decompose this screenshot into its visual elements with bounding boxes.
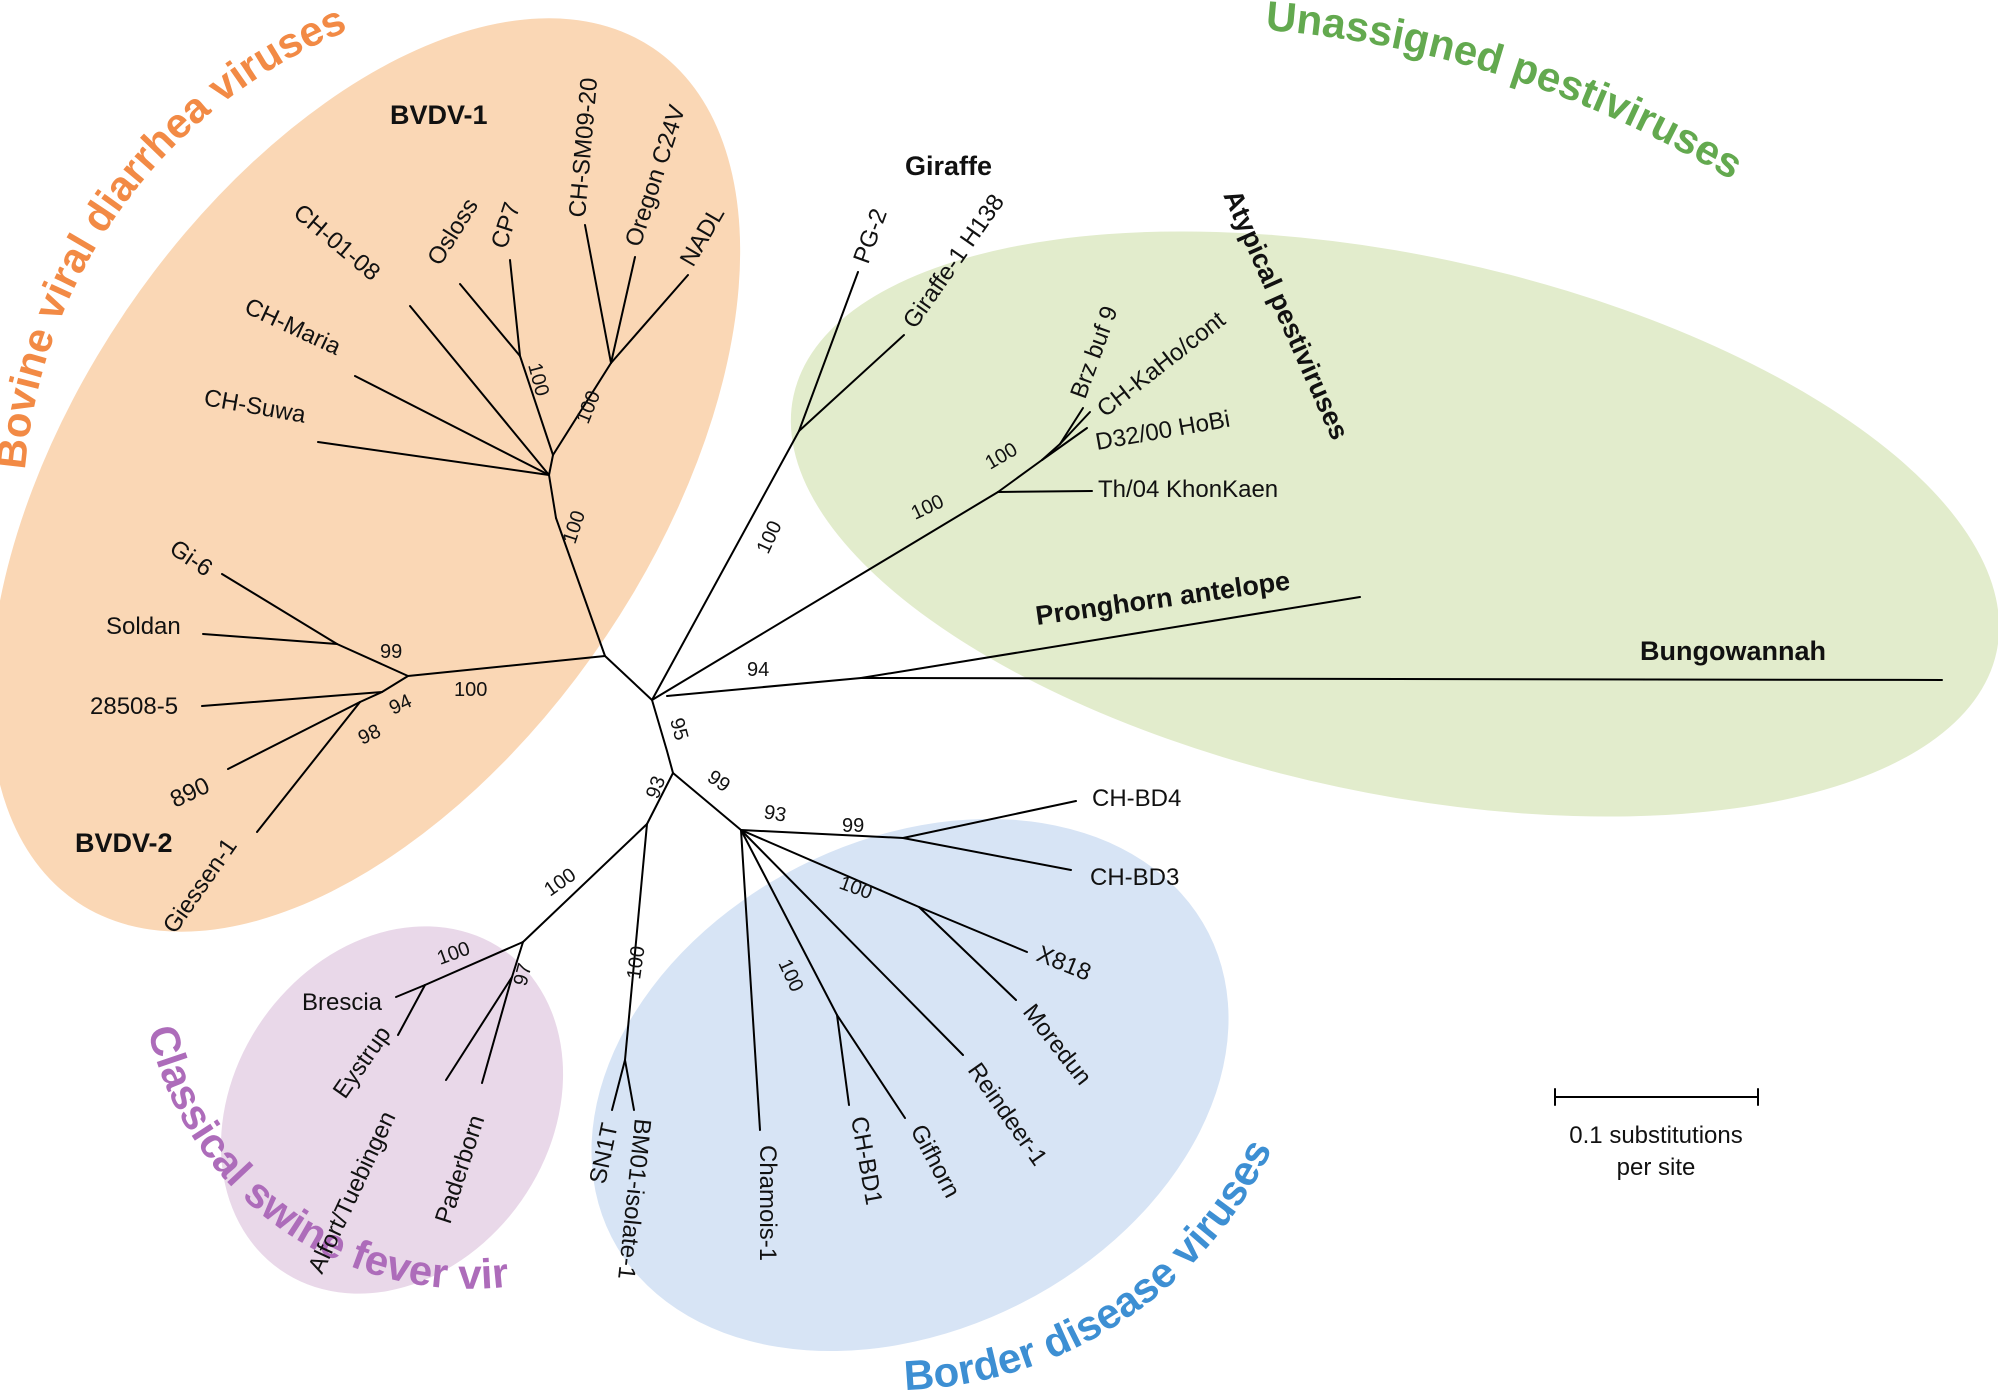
clade-label-bvdv1: BVDV-1 (390, 100, 488, 130)
leaf-label: Th/04 KhonKaen (1098, 476, 1278, 503)
clade-label-bvdv2: BVDV-2 (75, 828, 173, 858)
unassigned-group-region (790, 231, 1998, 817)
bootstrap-value: 100 (454, 679, 487, 701)
border-disease-group-region (591, 818, 1229, 1352)
leaf-label: Soldan (106, 613, 181, 640)
leaf-label: Chamois-1 (754, 1145, 781, 1261)
clade-label-giraffe: Giraffe (905, 151, 992, 181)
bvdv-group-region (0, 18, 741, 932)
bootstrap-value: 99 (703, 766, 734, 797)
tree-branches (201, 224, 1943, 1131)
leaf-label: 28508-5 (90, 693, 178, 720)
clade-label-bungowannah: Bungowannah (1640, 636, 1826, 666)
bootstrap-value: 95 (665, 716, 692, 743)
scale-bar-label-line2: per site (1617, 1154, 1696, 1181)
bootstrap-value: 100 (753, 518, 787, 558)
bootstrap-value: 93 (642, 773, 670, 801)
csf-group-region (220, 926, 564, 1294)
bootstrap-value: 100 (623, 945, 649, 981)
bootstrap-value: 100 (540, 864, 580, 901)
bootstrap-value: 99 (380, 641, 402, 663)
scale-bar-label-line1: 0.1 substitutions (1569, 1122, 1742, 1149)
leaf-label: CH-BD3 (1090, 864, 1179, 891)
leaf-label: CH-BD4 (1092, 785, 1181, 812)
leaf-label: PG-2 (848, 205, 893, 267)
bootstrap-value: 94 (747, 659, 769, 681)
bootstrap-value: 93 (762, 801, 788, 827)
scale-bar: 0.1 substitutions per site (1554, 1088, 1759, 1181)
unassigned-group-title-text: Unassigned pestiviruses (1264, 0, 1751, 188)
leaf-label: Brescia (302, 989, 383, 1016)
bootstrap-value: 99 (842, 815, 864, 837)
unassigned-group-title: Unassigned pestiviruses (1264, 0, 1751, 188)
